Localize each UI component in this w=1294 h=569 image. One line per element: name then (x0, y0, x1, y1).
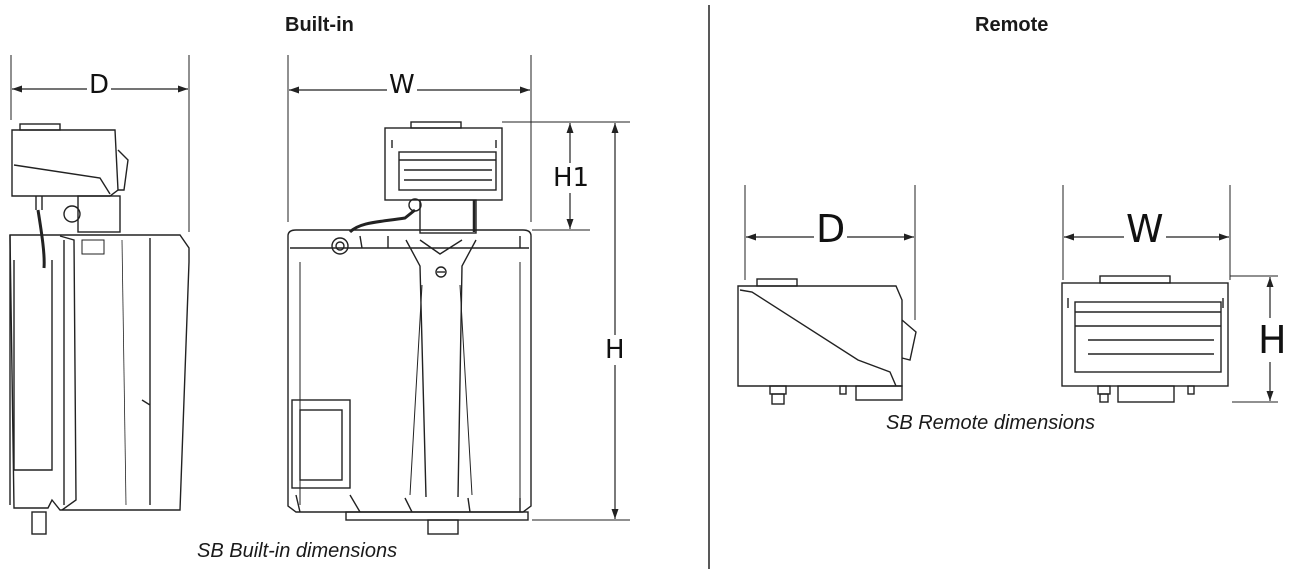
builtin-depth-label: D (87, 70, 112, 100)
remote-height-label: H (1256, 318, 1289, 362)
builtin-width-label: W (387, 70, 417, 100)
builtin-section-title: Built-in (285, 14, 354, 36)
remote-width-label: W (1124, 207, 1166, 251)
remote-depth-label: D (814, 207, 848, 251)
remote-side-view (737, 185, 917, 405)
builtin-front-view (287, 55, 630, 535)
builtin-side-view (9, 55, 190, 535)
remote-dimension-arrows (746, 233, 1274, 401)
remote-section-title: Remote (975, 14, 1049, 36)
builtin-caption: SB Built-in dimensions (197, 540, 398, 562)
remote-caption: SB Remote dimensions (886, 412, 1095, 434)
builtin-head-height-label: H1 (552, 163, 591, 193)
remote-front-view (1061, 185, 1278, 403)
builtin-total-height-label: H (603, 335, 627, 365)
builtin-dimension-arrows (12, 85, 619, 519)
